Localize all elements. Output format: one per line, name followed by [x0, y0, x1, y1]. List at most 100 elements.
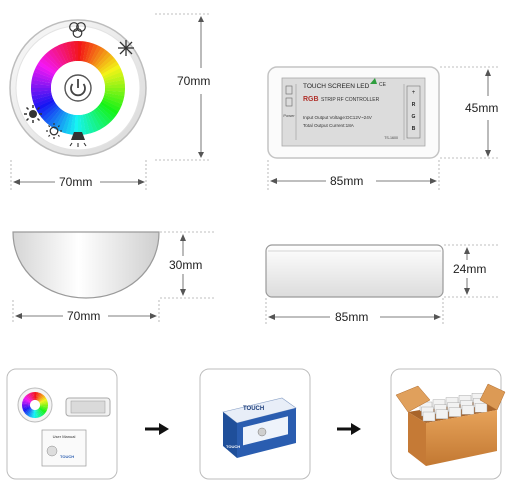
- color-wheel-segment: [101, 99, 121, 112]
- color-wheel-segment: [33, 392, 36, 401]
- remote-width-label: 70mm: [57, 175, 95, 189]
- leaf-logo-icon: [370, 78, 377, 84]
- color-wheel-segment: [77, 114, 83, 135]
- model-code: TS-1600: [384, 136, 398, 140]
- color-wheel-segment: [97, 105, 115, 122]
- color-wheel-segment: [51, 47, 65, 66]
- color-wheel-segment: [28, 409, 34, 418]
- rgb-text: RGB: [303, 96, 319, 103]
- color-wheel-segment: [34, 409, 37, 418]
- color-wheel-segment: [32, 71, 53, 82]
- controller-label-plate: [281, 77, 426, 147]
- color-wheel-segment: [22, 403, 31, 405]
- packed-box: [461, 405, 475, 415]
- color-wheel-segment: [82, 114, 91, 135]
- color-wheel-segment: [61, 113, 72, 134]
- current-text: Total Output Current:18A: [303, 123, 355, 128]
- color-wheel-segment: [73, 114, 78, 135]
- output-terminals: + R G B: [406, 85, 421, 139]
- color-wheel-segment: [39, 405, 48, 407]
- color-wheel-segment: [54, 111, 67, 131]
- color-wheel-segment: [38, 408, 45, 416]
- terminal-minus: [285, 97, 293, 107]
- controller-title: TOUCH SCREEN LED: [303, 83, 370, 90]
- color-wheel-segment: [104, 92, 125, 101]
- color-wheel-segment: [104, 88, 125, 93]
- color-wheel-segment: [39, 398, 48, 404]
- remote-top-view: [9, 19, 147, 157]
- controller-subtitle: STRIP RF CONTROLLER: [321, 97, 380, 103]
- mini-color-wheel: [22, 392, 48, 418]
- color-wheel-segment: [47, 108, 63, 127]
- color-wheel-segment: [61, 42, 72, 63]
- color-wheel-segment: [36, 409, 42, 418]
- color-wheel-segment: [23, 397, 32, 403]
- arrow-icon: [337, 423, 361, 435]
- packed-box: [435, 409, 449, 419]
- sun-bright-icon: [24, 105, 42, 123]
- color-wheel-segment: [104, 75, 125, 84]
- color-wheel-segment: [32, 94, 53, 105]
- color-wheel-segment: [31, 392, 35, 401]
- carton-front: [426, 410, 497, 466]
- color-wheel-segment: [58, 43, 69, 64]
- controller-side-dimension-lines: [265, 244, 500, 324]
- color-wheel-segment: [78, 41, 83, 62]
- color-wheel-segment: [30, 392, 34, 401]
- color-wheel-segment: [95, 51, 112, 69]
- package-contents-box: User Manual TOUCH: [6, 368, 118, 480]
- box-side: [223, 412, 237, 458]
- color-wheel-segment: [104, 90, 125, 97]
- sun-dim-icon: [46, 123, 62, 139]
- color-wheel-segment: [37, 408, 43, 417]
- color-wheel-segment: [44, 51, 61, 69]
- color-wheel-segment: [31, 75, 52, 84]
- color-wheel-segment: [95, 107, 112, 125]
- controller-side-body: [265, 244, 444, 298]
- sparkle-icon: [118, 40, 134, 56]
- color-wheel-segment: [36, 409, 40, 418]
- color-wheel-segment: [39, 103, 58, 119]
- color-wheel-segment: [69, 41, 76, 62]
- color-wheel-segment: [31, 90, 52, 97]
- retail-box: TOUCH TOUCH: [199, 368, 311, 480]
- color-wheel-segment: [35, 392, 39, 401]
- carton-flap: [479, 383, 506, 411]
- color-wheel-segment: [57, 112, 69, 133]
- shipping-carton: [390, 368, 506, 480]
- color-wheel-segment: [102, 97, 123, 109]
- color-wheel-segment: [22, 404, 31, 407]
- remote-side-dimension-lines: [12, 231, 215, 324]
- lamp-icon: [69, 132, 87, 147]
- color-wheel-segment: [22, 406, 31, 412]
- controller-height-label: 45mm: [463, 101, 501, 115]
- color-wheel-segment: [38, 395, 46, 402]
- color-wheel-segment: [69, 114, 76, 135]
- color-wheel-segment: [31, 87, 52, 93]
- color-wheel-segment: [104, 83, 125, 89]
- color-wheel-segment: [54, 45, 67, 65]
- manual-brand: TOUCH: [60, 454, 74, 459]
- color-wheel-segment: [22, 398, 31, 404]
- carton-side: [408, 412, 426, 466]
- color-wheel-segment: [22, 401, 31, 405]
- terminal-plus: [285, 85, 293, 95]
- color-wheel-segment: [36, 392, 41, 401]
- remote-side-body: [12, 231, 160, 299]
- color-wheel-segment: [102, 68, 123, 79]
- color-wheel-segment: [87, 43, 99, 64]
- color-wheel-segment: [93, 108, 109, 127]
- color-wheel-segment: [98, 57, 117, 73]
- color-wheel-segment: [22, 399, 31, 404]
- packed-box: [474, 403, 488, 413]
- color-wheel-segment: [22, 406, 31, 410]
- color-wheel-segment: [35, 392, 37, 401]
- svg-text:+: +: [412, 90, 416, 96]
- color-wheel-segment: [91, 47, 106, 66]
- color-wheel-segment: [31, 83, 52, 88]
- color-wheel-segment: [41, 54, 59, 71]
- color-wheel-segment: [97, 54, 115, 71]
- color-wheel-segment: [39, 401, 48, 405]
- color-wheel-segment: [89, 45, 102, 65]
